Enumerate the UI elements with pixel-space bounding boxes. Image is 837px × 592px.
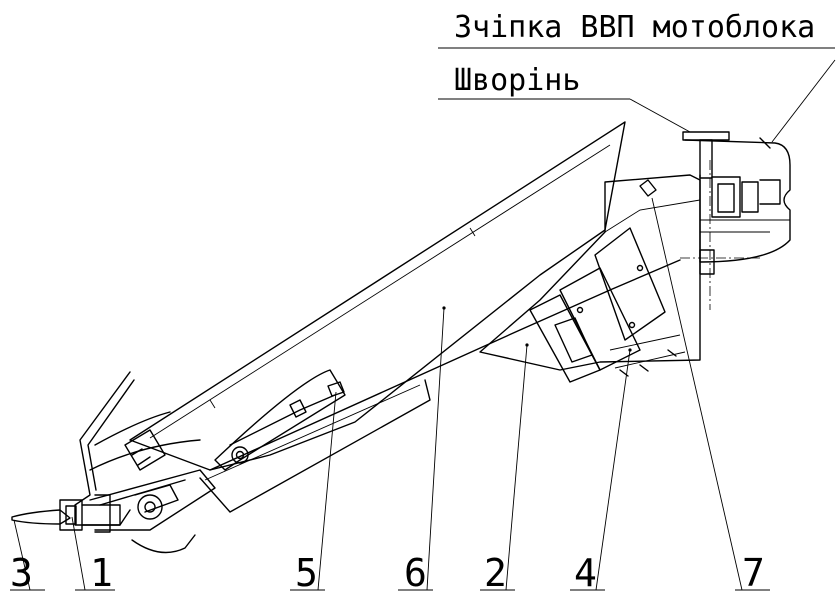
mid-bracket (214, 369, 346, 471)
bracket-7 (639, 179, 657, 197)
callout-3: 3 (10, 551, 33, 592)
front-assembly (11, 371, 216, 554)
callout-4: 4 (574, 551, 597, 592)
main-frame (129, 121, 681, 513)
callout-5: 5 (295, 551, 318, 592)
label-pin: Шворінь (454, 63, 580, 98)
leader-pin (629, 98, 691, 133)
callout-6: 6 (404, 551, 427, 592)
marker-2 (525, 343, 529, 347)
hitch-block (680, 131, 791, 310)
label-hitch: Зчіпка ВВП мотоблока (454, 10, 815, 45)
leader-hitch (771, 59, 836, 143)
rear-housing (479, 174, 701, 383)
callout-1: 1 (90, 551, 113, 592)
callout-leaders (10, 197, 770, 591)
marker-4 (628, 348, 632, 352)
callout-7: 7 (742, 551, 765, 592)
marker-6 (442, 306, 446, 310)
callout-2: 2 (484, 551, 507, 592)
